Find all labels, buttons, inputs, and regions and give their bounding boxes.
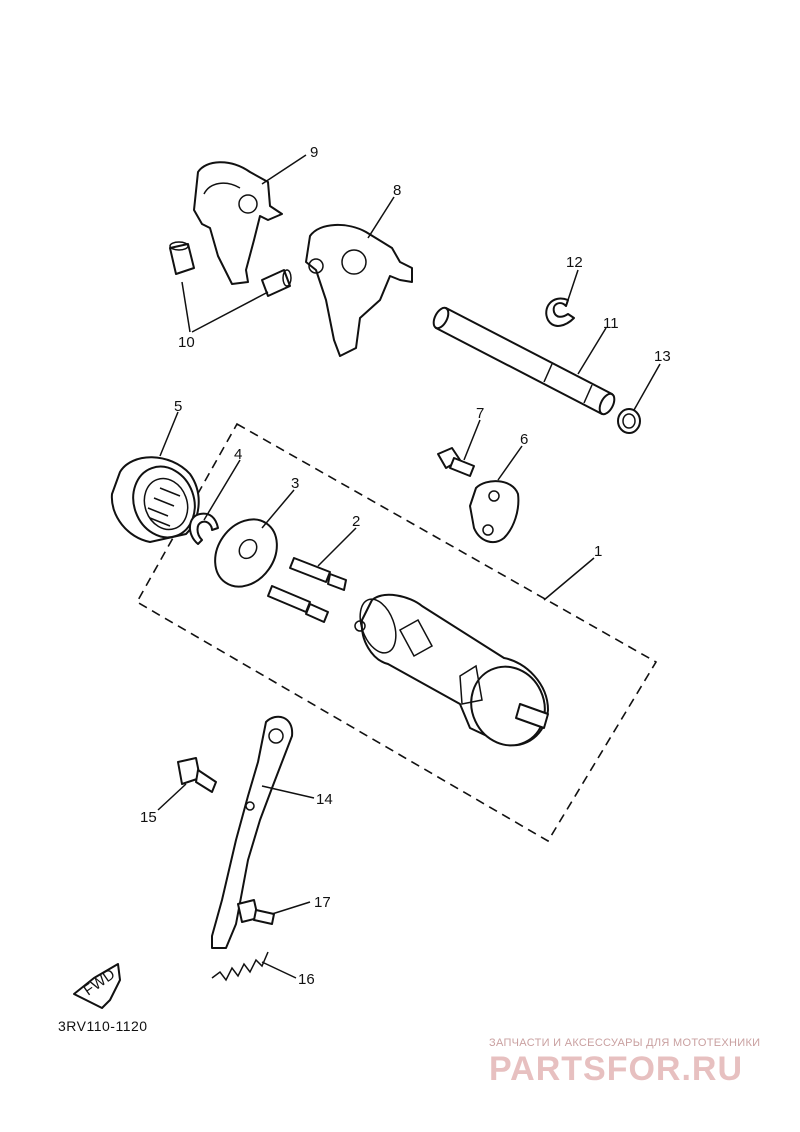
drawing-code: 3RV110-1120 — [58, 1018, 148, 1034]
label-7: 7 — [476, 405, 484, 422]
label-9: 9 — [310, 144, 318, 161]
bolt-15 — [177, 757, 217, 793]
shift-drum-1 — [354, 593, 549, 747]
label-1: 1 — [594, 543, 602, 560]
shift-fork-8 — [305, 223, 413, 357]
leader-lines — [157, 154, 661, 979]
spring-16 — [211, 951, 269, 982]
pin-2b — [267, 585, 329, 623]
circlip-4 — [189, 512, 219, 545]
pin-2a — [289, 557, 347, 591]
fwd-arrow-icon — [73, 963, 121, 1009]
label-11: 11 — [603, 315, 619, 332]
label-6: 6 — [520, 431, 528, 448]
label-17: 17 — [314, 894, 331, 911]
o-ring-13 — [617, 408, 641, 434]
label-4: 4 — [234, 446, 242, 463]
label-12: 12 — [566, 254, 583, 271]
shift-fork-9 — [193, 161, 283, 285]
label-5: 5 — [174, 398, 182, 415]
label-3: 3 — [291, 475, 299, 492]
dowel-pin-10a — [169, 241, 195, 275]
label-14: 14 — [316, 791, 333, 808]
dowel-pin-10b — [261, 269, 292, 297]
label-15: 15 — [140, 809, 157, 826]
bearing-5 — [110, 456, 200, 543]
label-8: 8 — [393, 182, 401, 199]
washer-3 — [214, 518, 278, 588]
watermark-logo: PARTSFOR.RU — [489, 1050, 744, 1088]
circlip-12 — [545, 297, 575, 327]
label-13: 13 — [654, 348, 671, 365]
bolt-17 — [237, 899, 275, 925]
label-10: 10 — [178, 334, 195, 351]
assembly-boundary — [135, 422, 658, 843]
segment-plate-6 — [469, 480, 520, 544]
guide-bar-11 — [432, 306, 616, 416]
label-2: 2 — [352, 513, 360, 530]
watermark-tagline: ЗАПЧАСТИ И АКСЕССУАРЫ ДЛЯ МОТОТЕХНИКИ — [489, 1037, 761, 1049]
bolt-7 — [437, 447, 475, 477]
label-16: 16 — [298, 971, 315, 988]
